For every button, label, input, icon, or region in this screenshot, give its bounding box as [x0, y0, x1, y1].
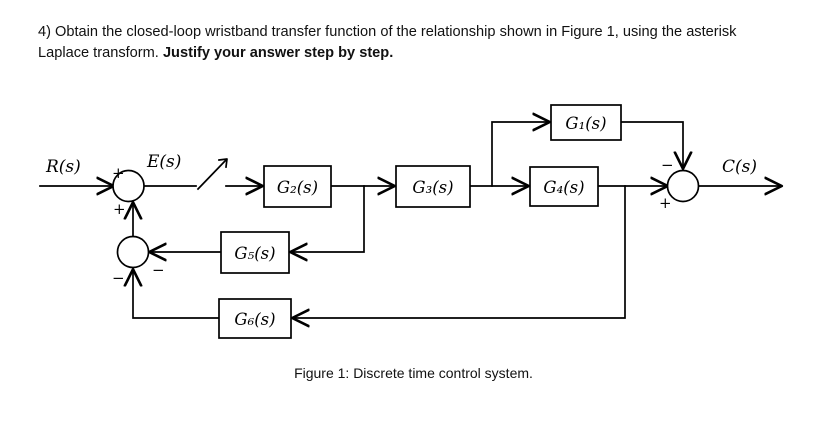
label-block-g1: G₁(s) [565, 114, 606, 133]
question-plain-text-2: asterisk Laplace transform. [38, 24, 737, 62]
question-bold-instruction: Justify your answer step by step. [162, 45, 394, 62]
wire-g1-to-sum3 [619, 121, 683, 168]
block-g1 [550, 104, 622, 141]
summing-junction-output [666, 169, 700, 203]
sampler-switch-tip [218, 158, 228, 168]
block-g2 [263, 165, 332, 208]
label-c-of-s: C(s) [722, 157, 757, 177]
wire-branch-to-g1 [491, 122, 549, 187]
sign-sum2-bottom: − [112, 269, 125, 287]
label-block-g3: G₃(s) [412, 178, 453, 197]
block-g3 [395, 165, 471, 208]
block-diagram: R(s) E(s) C(s) G₁(s) G₂(s) G₃(s) G₄(s) G… [39, 104, 827, 339]
label-e-of-s: E(s) [146, 152, 181, 172]
summing-junction-feedback [116, 235, 150, 269]
sign-sum1-bottom: + [113, 200, 126, 218]
wire-branch-to-g5 [291, 185, 365, 252]
label-block-g2: G₂(s) [277, 178, 318, 197]
block-g5 [220, 231, 290, 274]
label-r-of-s: R(s) [45, 157, 81, 177]
figure-caption: Figure 1: Discrete time control system. [294, 365, 533, 381]
sign-sum3-top: − [661, 156, 674, 174]
label-block-g4: G₄(s) [543, 178, 584, 197]
sampler-switch-arm [196, 158, 228, 191]
summing-junction-input [112, 169, 145, 203]
sign-sum1-left: + [112, 164, 125, 182]
wire-branch-to-g6 [293, 185, 626, 318]
sign-sum3-left: + [659, 194, 672, 212]
question-text: 4) Obtain the closed-loop wristband tran… [38, 22, 790, 64]
block-g4 [529, 166, 599, 207]
block-g6 [218, 298, 292, 339]
label-block-g6: G₆(s) [234, 310, 275, 329]
label-block-g5: G₅(s) [234, 244, 275, 263]
sign-sum2-right: − [152, 261, 165, 279]
wire-g6-to-sum2 [133, 270, 220, 319]
question-plain-text: 4) Obtain the closed-loop wristband tran… [38, 24, 683, 40]
